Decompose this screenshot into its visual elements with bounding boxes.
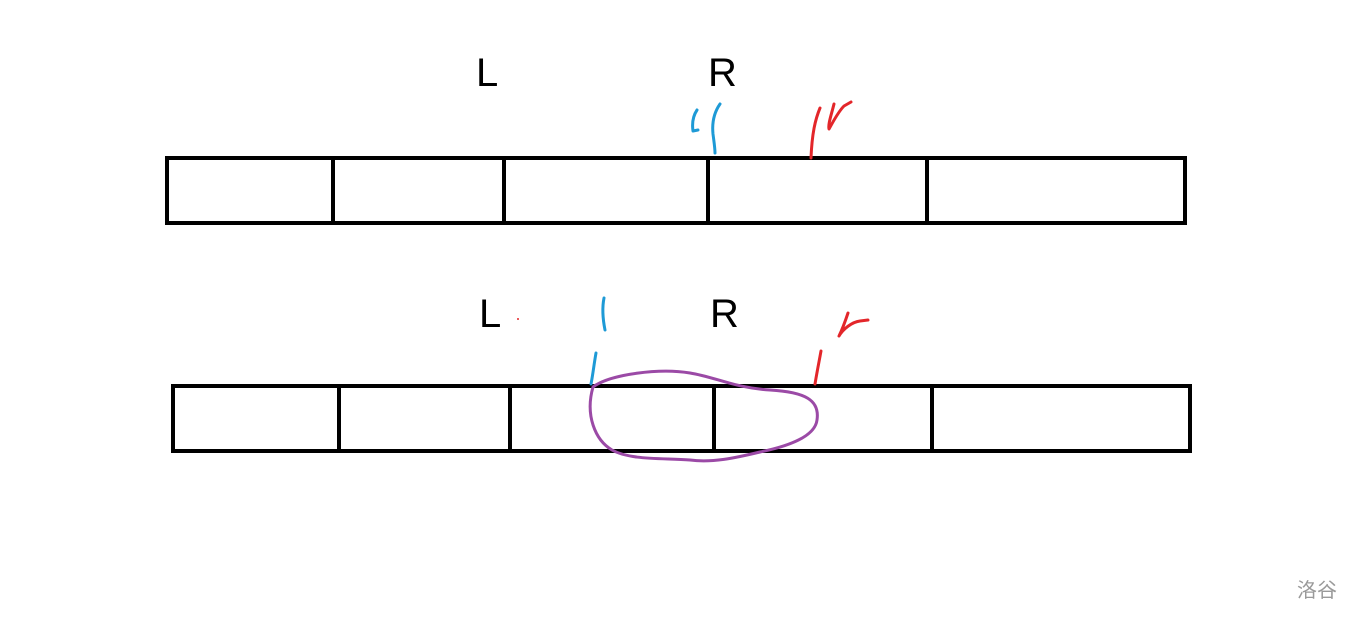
bottom-blue-l-mark xyxy=(601,296,607,332)
top-red-r-mark xyxy=(827,100,853,131)
top-array: L R xyxy=(165,51,1187,225)
watermark-text: 洛谷 xyxy=(1297,578,1337,602)
top-blue-l-pointer xyxy=(711,102,722,155)
top-blue-l-mark xyxy=(691,108,700,133)
top-array-outline xyxy=(165,156,1187,225)
bottom-array-outline xyxy=(171,384,1192,453)
overlap-circle xyxy=(588,369,819,463)
stray-red-dot xyxy=(517,318,519,320)
bottom-label-R: R xyxy=(710,292,739,336)
top-label-L: L xyxy=(476,51,498,95)
bottom-red-r-stem xyxy=(813,349,823,386)
bottom-blue-l-pointer xyxy=(589,351,598,386)
bottom-label-L: L xyxy=(479,292,501,336)
bottom-array: L R xyxy=(171,292,1192,463)
top-red-r-stem xyxy=(809,106,822,160)
bottom-red-r-mark xyxy=(837,311,870,338)
top-label-R: R xyxy=(708,51,737,95)
